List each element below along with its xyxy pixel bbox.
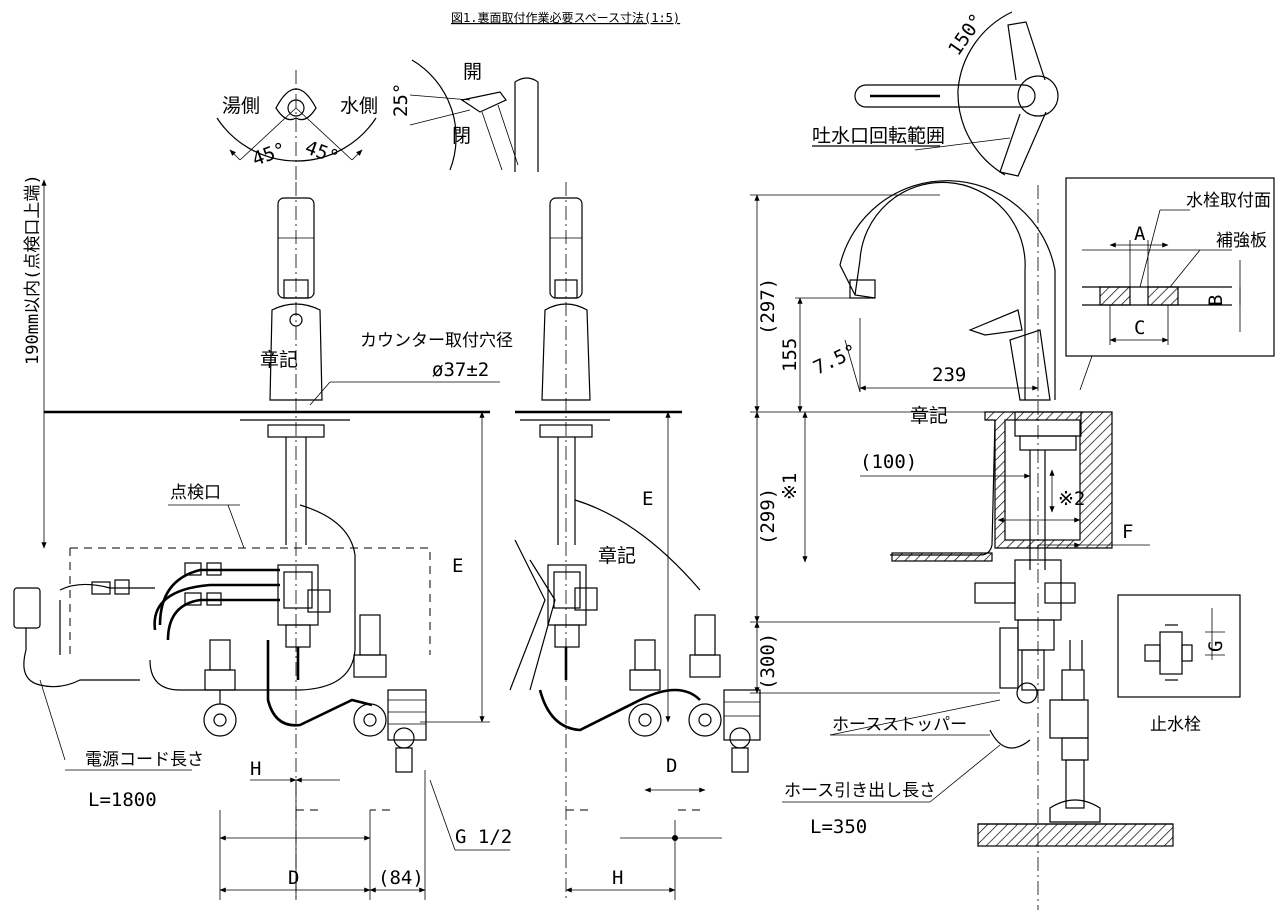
hose-stopper-label: ホースストッパー: [832, 715, 967, 735]
stamp-2: 章記: [598, 545, 636, 567]
front-view-left: [13, 179, 510, 900]
counter-hole-title: カウンター取付穴径: [360, 331, 513, 351]
dimension-297: (297): [757, 278, 779, 335]
handle-close-label: 閉: [452, 125, 471, 147]
counter-hole-value: ø37±2: [432, 359, 489, 381]
dimension-299: (299): [757, 488, 779, 545]
dimension-E-mid: E: [642, 488, 653, 510]
thread-size-label: G 1/2: [455, 826, 512, 848]
hose-length-title: ホース引き出し長さ: [784, 781, 936, 801]
drawing-title: 図1.裏面取付作業必要スペース寸法(1:5): [451, 10, 680, 25]
front-view-middle: [509, 182, 761, 900]
right-angle-label: 45°: [302, 137, 342, 169]
dimension-note-2: ※2: [1058, 488, 1085, 510]
stamp-1: 章記: [260, 349, 298, 371]
dimension-note-1: ※1: [779, 473, 801, 500]
power-cord-title: 電源コード長さ: [85, 750, 204, 770]
dimension-C: C: [1134, 317, 1145, 339]
spout-rotation-label: 吐水口回転範囲: [812, 125, 945, 147]
dimension-84: (84): [378, 867, 424, 889]
inspection-port-label: 点検口: [170, 483, 221, 503]
dimension-100: (100): [860, 451, 917, 473]
mount-surface-label: 水栓取付面: [1186, 191, 1271, 211]
spout-rotation-view: 150° 吐水口回転範囲: [812, 10, 1059, 177]
handle-tilt-view: 25° 開 閉: [390, 59, 539, 172]
access-limit-label: 190mm以内(点検口上端): [23, 174, 43, 365]
stop-valve-label: 止水栓: [1150, 715, 1201, 735]
dimension-155: 155: [779, 338, 801, 372]
dimension-D-left: D: [288, 867, 299, 889]
dimension-B: B: [1205, 295, 1227, 306]
dimension-H-left: H: [250, 758, 261, 780]
dimension-H-mid: H: [612, 867, 623, 889]
power-cord-value: L=1800: [88, 789, 157, 811]
dimension-G: G: [1205, 641, 1227, 652]
handle-rotation-view: 湯側 水側 45° 45°: [216, 70, 378, 180]
cold-side-label: 水側: [340, 95, 378, 117]
left-angle-label: 45°: [249, 138, 289, 170]
hose-length-value: L=350: [810, 816, 867, 838]
dimension-F: F: [1122, 521, 1133, 543]
handle-tilt-angle: 25°: [390, 83, 412, 117]
stop-valve-detail: [1117, 594, 1241, 698]
spout-tilt-angle: 7.5°: [810, 340, 861, 379]
dimension-E-left: E: [452, 555, 463, 577]
dimension-A: A: [1134, 223, 1146, 245]
dimension-D-mid: D: [666, 755, 677, 777]
dimension-300: (300): [757, 633, 779, 690]
reinforcement-label: 補強板: [1216, 231, 1267, 251]
handle-open-label: 開: [463, 61, 482, 83]
hot-side-label: 湯側: [222, 95, 260, 117]
stamp-3: 章記: [910, 405, 948, 427]
dimension-239: 239: [932, 364, 966, 386]
mounting-detail: [1065, 177, 1275, 391]
side-view: [750, 180, 1174, 910]
